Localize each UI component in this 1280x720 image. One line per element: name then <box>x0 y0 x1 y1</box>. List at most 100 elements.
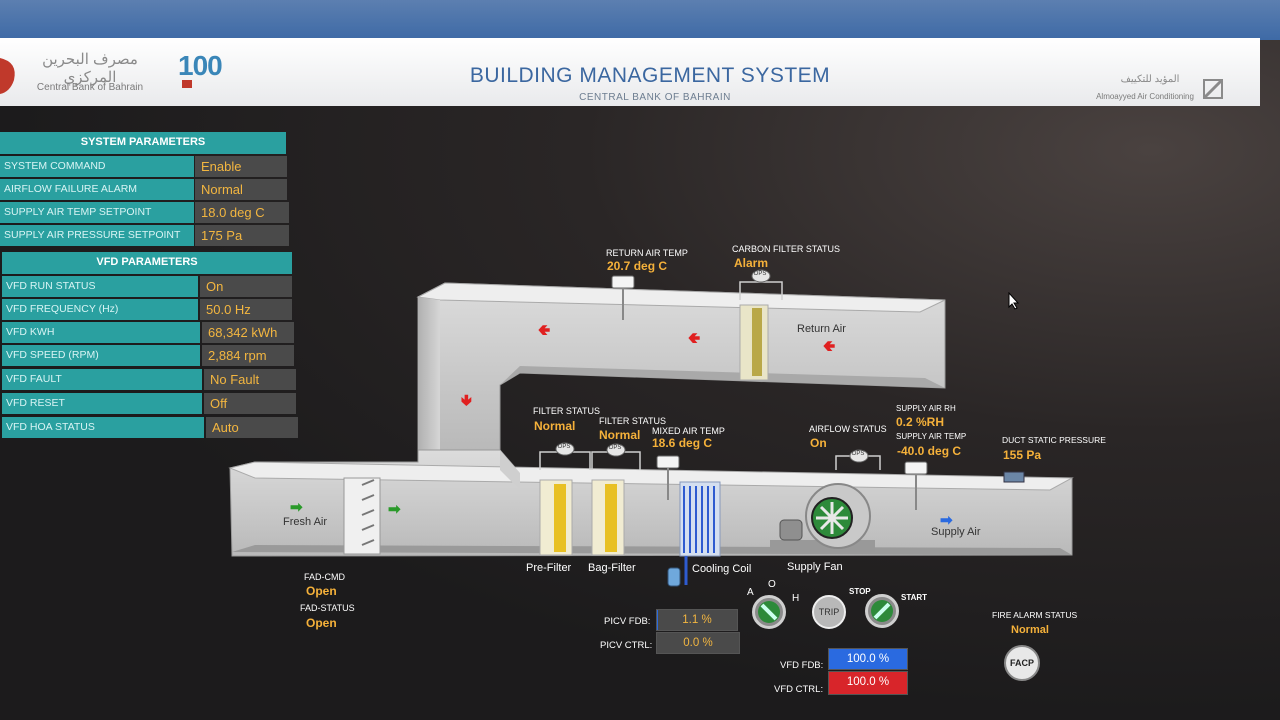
param-value-system-command[interactable]: Enable <box>195 156 287 177</box>
param-label-sap-setpoint: SUPPLY AIR PRESSURE SETPOINT <box>0 225 194 246</box>
header-banner <box>0 38 1260 106</box>
return-arrow-2-icon: 🢀 <box>688 330 701 347</box>
carbon-filter-status-label: CARBON FILTER STATUS <box>732 244 841 254</box>
dps-tag-pre: DPS <box>558 444 571 450</box>
param-value-sap-setpoint[interactable]: 175 Pa <box>195 225 289 246</box>
filter-status-2-label: FILTER STATUS <box>599 416 667 426</box>
carbon-filter-status-value: Alarm <box>734 256 769 270</box>
picv-ctrl-box[interactable]: 0.0 % <box>656 632 740 654</box>
vfd-value-hoa-status[interactable]: Auto <box>206 417 298 438</box>
fresh-arrow-1-icon: ➡ <box>290 499 303 516</box>
filter-status-1-label: FILTER STATUS <box>533 406 601 416</box>
airflow-status-value: On <box>810 436 827 450</box>
vfd-label-frequency: VFD FREQUENCY (Hz) <box>2 299 198 320</box>
hoa-h-label: H <box>792 593 800 604</box>
pre-filter-label: Pre-Filter <box>526 562 572 574</box>
duct-static-pressure-value: 155 Pa <box>1003 448 1042 462</box>
return-air-label: Return Air <box>797 323 846 335</box>
almoayyed-emblem-icon <box>1202 78 1224 100</box>
return-arrow-3-icon: 🢀 <box>823 338 836 355</box>
return-air-temp-sensor-icon <box>611 275 635 320</box>
fad-status-label: FAD-STATUS <box>300 603 355 613</box>
duct-static-pressure-sensor-icon <box>1003 471 1025 483</box>
facp-button[interactable]: FACP <box>1004 645 1040 681</box>
hoa-switch-icon <box>758 601 780 623</box>
vfd-ctrl-box[interactable]: 100.0 % <box>828 671 908 695</box>
almoayyed-logo-arabic: المؤيد للتكييف <box>1120 74 1180 85</box>
start-label: START <box>901 593 928 602</box>
vfd-label-speed: VFD SPEED (RPM) <box>2 345 200 366</box>
vfd-ctrl-label: VFD CTRL: <box>774 684 824 695</box>
param-value-sat-setpoint[interactable]: 18.0 deg C <box>195 202 289 223</box>
vfd-label-kwh: VFD KWH <box>2 322 200 343</box>
almoayyed-logo-english: Almoayyed Air Conditioning <box>1096 92 1194 101</box>
hoa-a-label: A <box>747 587 754 598</box>
hoa-switch-knob[interactable] <box>752 595 786 629</box>
down-arrow-icon: 🢃 <box>461 392 472 409</box>
supply-air-rh-label: SUPPLY AIR RH <box>896 404 956 413</box>
vfd-label-hoa-status: VFD HOA STATUS <box>2 417 204 438</box>
vfd-value-reset[interactable]: Off <box>204 393 296 414</box>
param-value-airflow-failure[interactable]: Normal <box>195 179 287 200</box>
fresh-air-damper <box>343 477 381 555</box>
fire-alarm-status-value: Normal <box>1011 624 1049 636</box>
dps-tag-airflow: DPS <box>852 451 865 457</box>
fresh-air-label: Fresh Air <box>283 516 328 528</box>
vfd-fdb-value: 100.0 % <box>846 653 890 665</box>
fire-alarm-status-label: FIRE ALARM STATUS <box>992 610 1078 620</box>
mixed-air-temp-value: 18.6 deg C <box>652 436 713 450</box>
supply-fan-icon <box>770 483 875 552</box>
vfd-value-frequency[interactable]: 50.0 Hz <box>200 299 292 320</box>
vfd-value-kwh[interactable]: 68,342 kWh <box>202 322 294 343</box>
pre-filter-media <box>554 484 566 552</box>
damper-blades <box>361 479 375 546</box>
trip-button[interactable]: TRIP <box>812 595 846 629</box>
cbb-logo-arabic: مصرف البحرين المركزي <box>42 51 138 86</box>
return-arrow-1-icon: 🢀 <box>538 322 551 339</box>
picv-valve-icon <box>667 567 681 587</box>
return-air-duct <box>416 282 946 451</box>
dps-tag-carbon: DPS <box>754 271 767 277</box>
supply-arrow-icon: ➡ <box>940 512 953 529</box>
supply-air-sensor-icon <box>904 461 928 510</box>
supply-air-temp-label: SUPPLY AIR TEMP <box>896 432 967 441</box>
hoa-o-label: O <box>768 579 776 590</box>
return-air-temp-label: RETURN AIR TEMP <box>606 248 688 258</box>
centenary-logo-text: 100 <box>178 50 223 81</box>
vfd-value-speed[interactable]: 2,884 rpm <box>202 345 294 366</box>
system-parameters-heading: SYSTEM PARAMETERS <box>0 132 286 154</box>
stop-label: STOP <box>849 587 871 596</box>
picv-ctrl-value: 0.0 % <box>683 637 713 649</box>
duct-static-pressure-label: DUCT STATIC PRESSURE <box>1002 435 1106 445</box>
supply-air-temp-value: -40.0 deg C <box>897 444 962 458</box>
carbon-filter-media <box>752 308 762 376</box>
vfd-fdb-fill <box>829 649 907 669</box>
top-bar <box>0 0 1280 40</box>
fad-cmd-value[interactable]: Open <box>306 584 337 598</box>
vfd-value-run-status[interactable]: On <box>200 276 292 297</box>
fad-status-value: Open <box>306 616 337 630</box>
mixed-air-temp-sensor-icon <box>656 455 680 500</box>
vfd-fdb-label: VFD FDB: <box>780 660 824 671</box>
filter-status-1-value: Normal <box>534 419 576 433</box>
vfd-fdb-box: 100.0 % <box>828 648 908 670</box>
vfd-label-reset: VFD RESET <box>2 393 202 414</box>
mixed-air-temp-label: MIXED AIR TEMP <box>652 426 725 436</box>
dps-tag-bag: DPS <box>609 445 622 451</box>
return-air-temp-value: 20.7 deg C <box>607 259 668 273</box>
picv-ctrl-label: PICV CTRL: <box>600 640 653 651</box>
bag-filter-media <box>605 484 617 552</box>
picv-fdb-label: PICV FDB: <box>604 616 651 627</box>
vfd-value-fault[interactable]: No Fault <box>204 369 296 390</box>
page-subtitle: CENTRAL BANK OF BAHRAIN <box>579 92 731 103</box>
fresh-arrow-2-icon: ➡ <box>388 501 401 518</box>
mouse-cursor-icon <box>1008 291 1020 315</box>
dps-sensor-icons <box>555 269 869 463</box>
airflow-status-label: AIRFLOW STATUS <box>809 424 887 434</box>
supply-air-rh-value: 0.2 %RH <box>896 415 945 429</box>
start-stop-switch[interactable] <box>865 594 899 628</box>
page-title: BUILDING MANAGEMENT SYSTEM <box>469 64 831 87</box>
param-label-system-command: SYSTEM COMMAND <box>0 156 194 177</box>
